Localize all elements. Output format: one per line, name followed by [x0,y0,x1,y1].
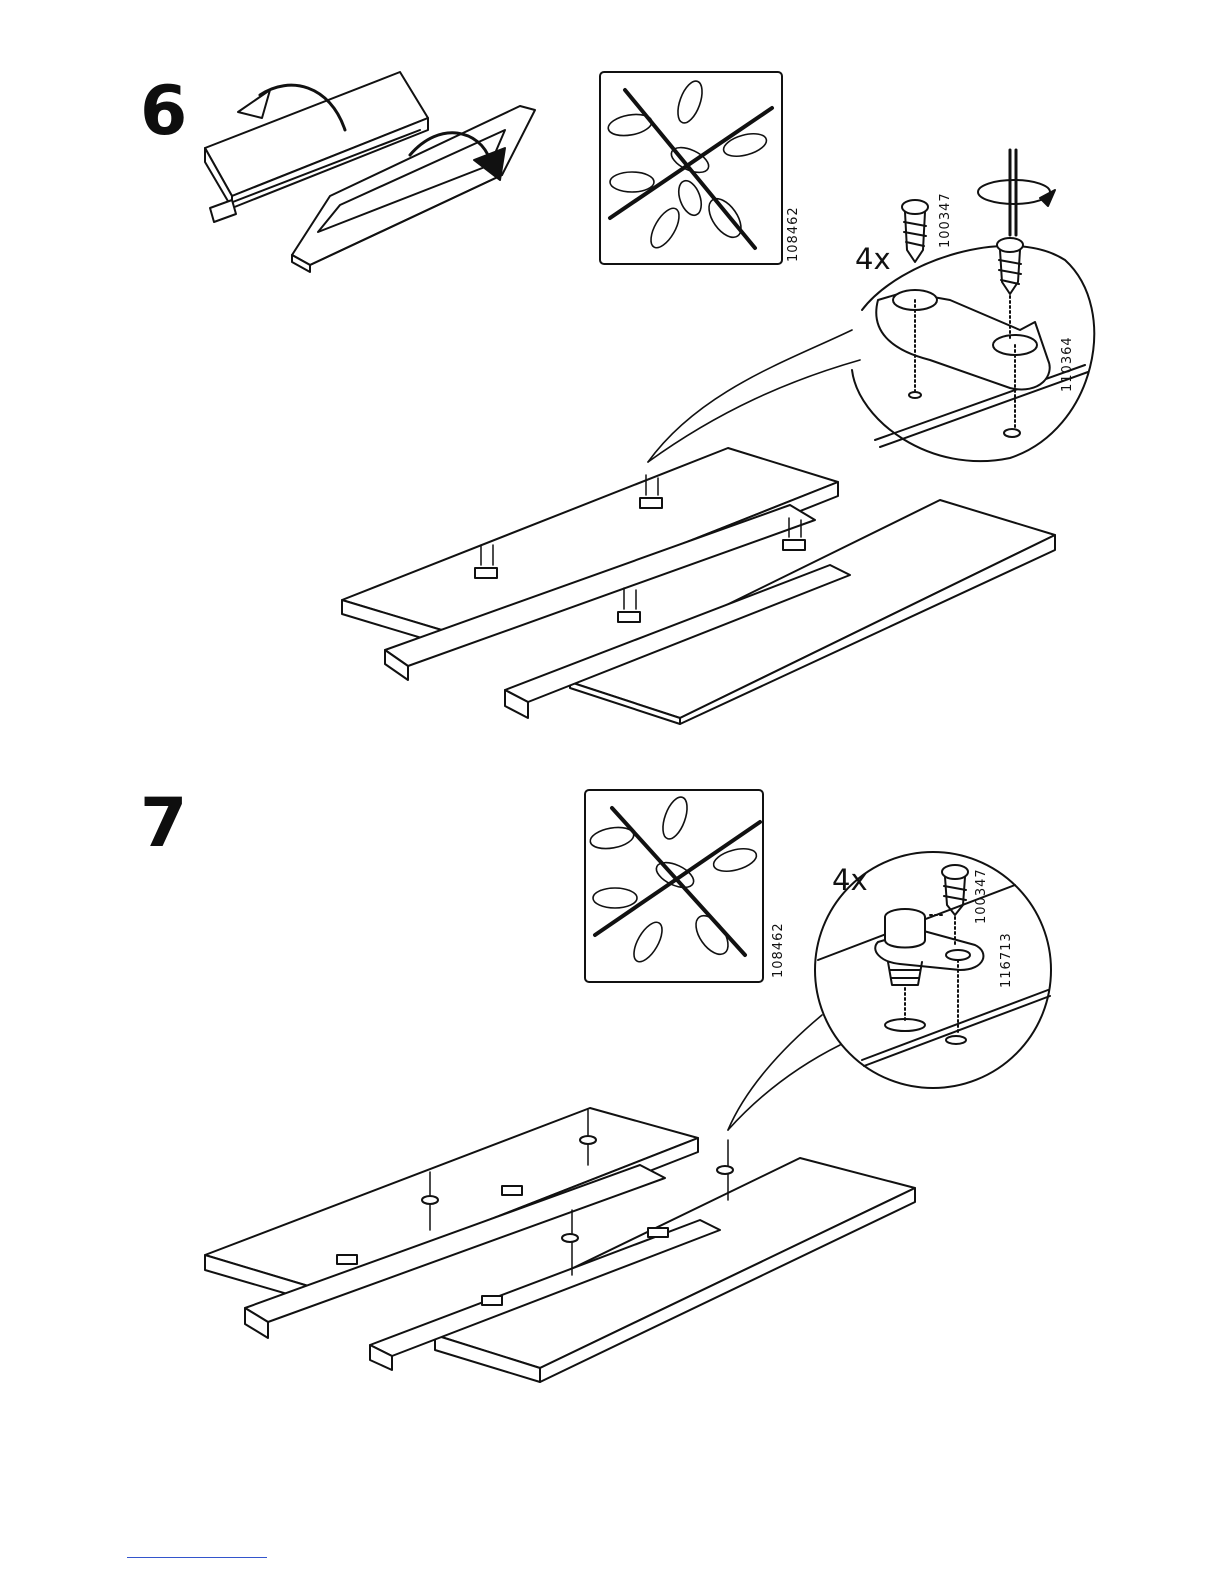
flip-illustration [205,72,535,272]
part-number: 100347 [975,868,988,924]
crossed-out-screws-bag-icon [600,72,782,264]
part-number: 116713 [1000,932,1013,988]
part-number: 108462 [787,206,800,262]
step7-panels [205,1108,915,1382]
quantity-label: 4x [832,866,868,895]
bracket-icon [876,290,1049,389]
part-number: 110364 [1061,336,1074,392]
step6-panels [342,448,1055,724]
step-number: 7 [140,790,187,858]
crossed-out-screws-bag-icon [585,790,763,982]
part-number: 100347 [939,192,952,248]
cam-lock-icon [875,909,983,985]
part-number: 108462 [772,922,785,978]
footer-link-underline[interactable] [127,1557,267,1558]
quantity-label: 4x [855,245,891,274]
screwdriver-icon [1010,150,1016,235]
screw-icon [997,238,1023,294]
screw-icon [902,200,928,262]
detail-circle-cam-lock [728,852,1051,1130]
step-number: 6 [140,78,187,146]
